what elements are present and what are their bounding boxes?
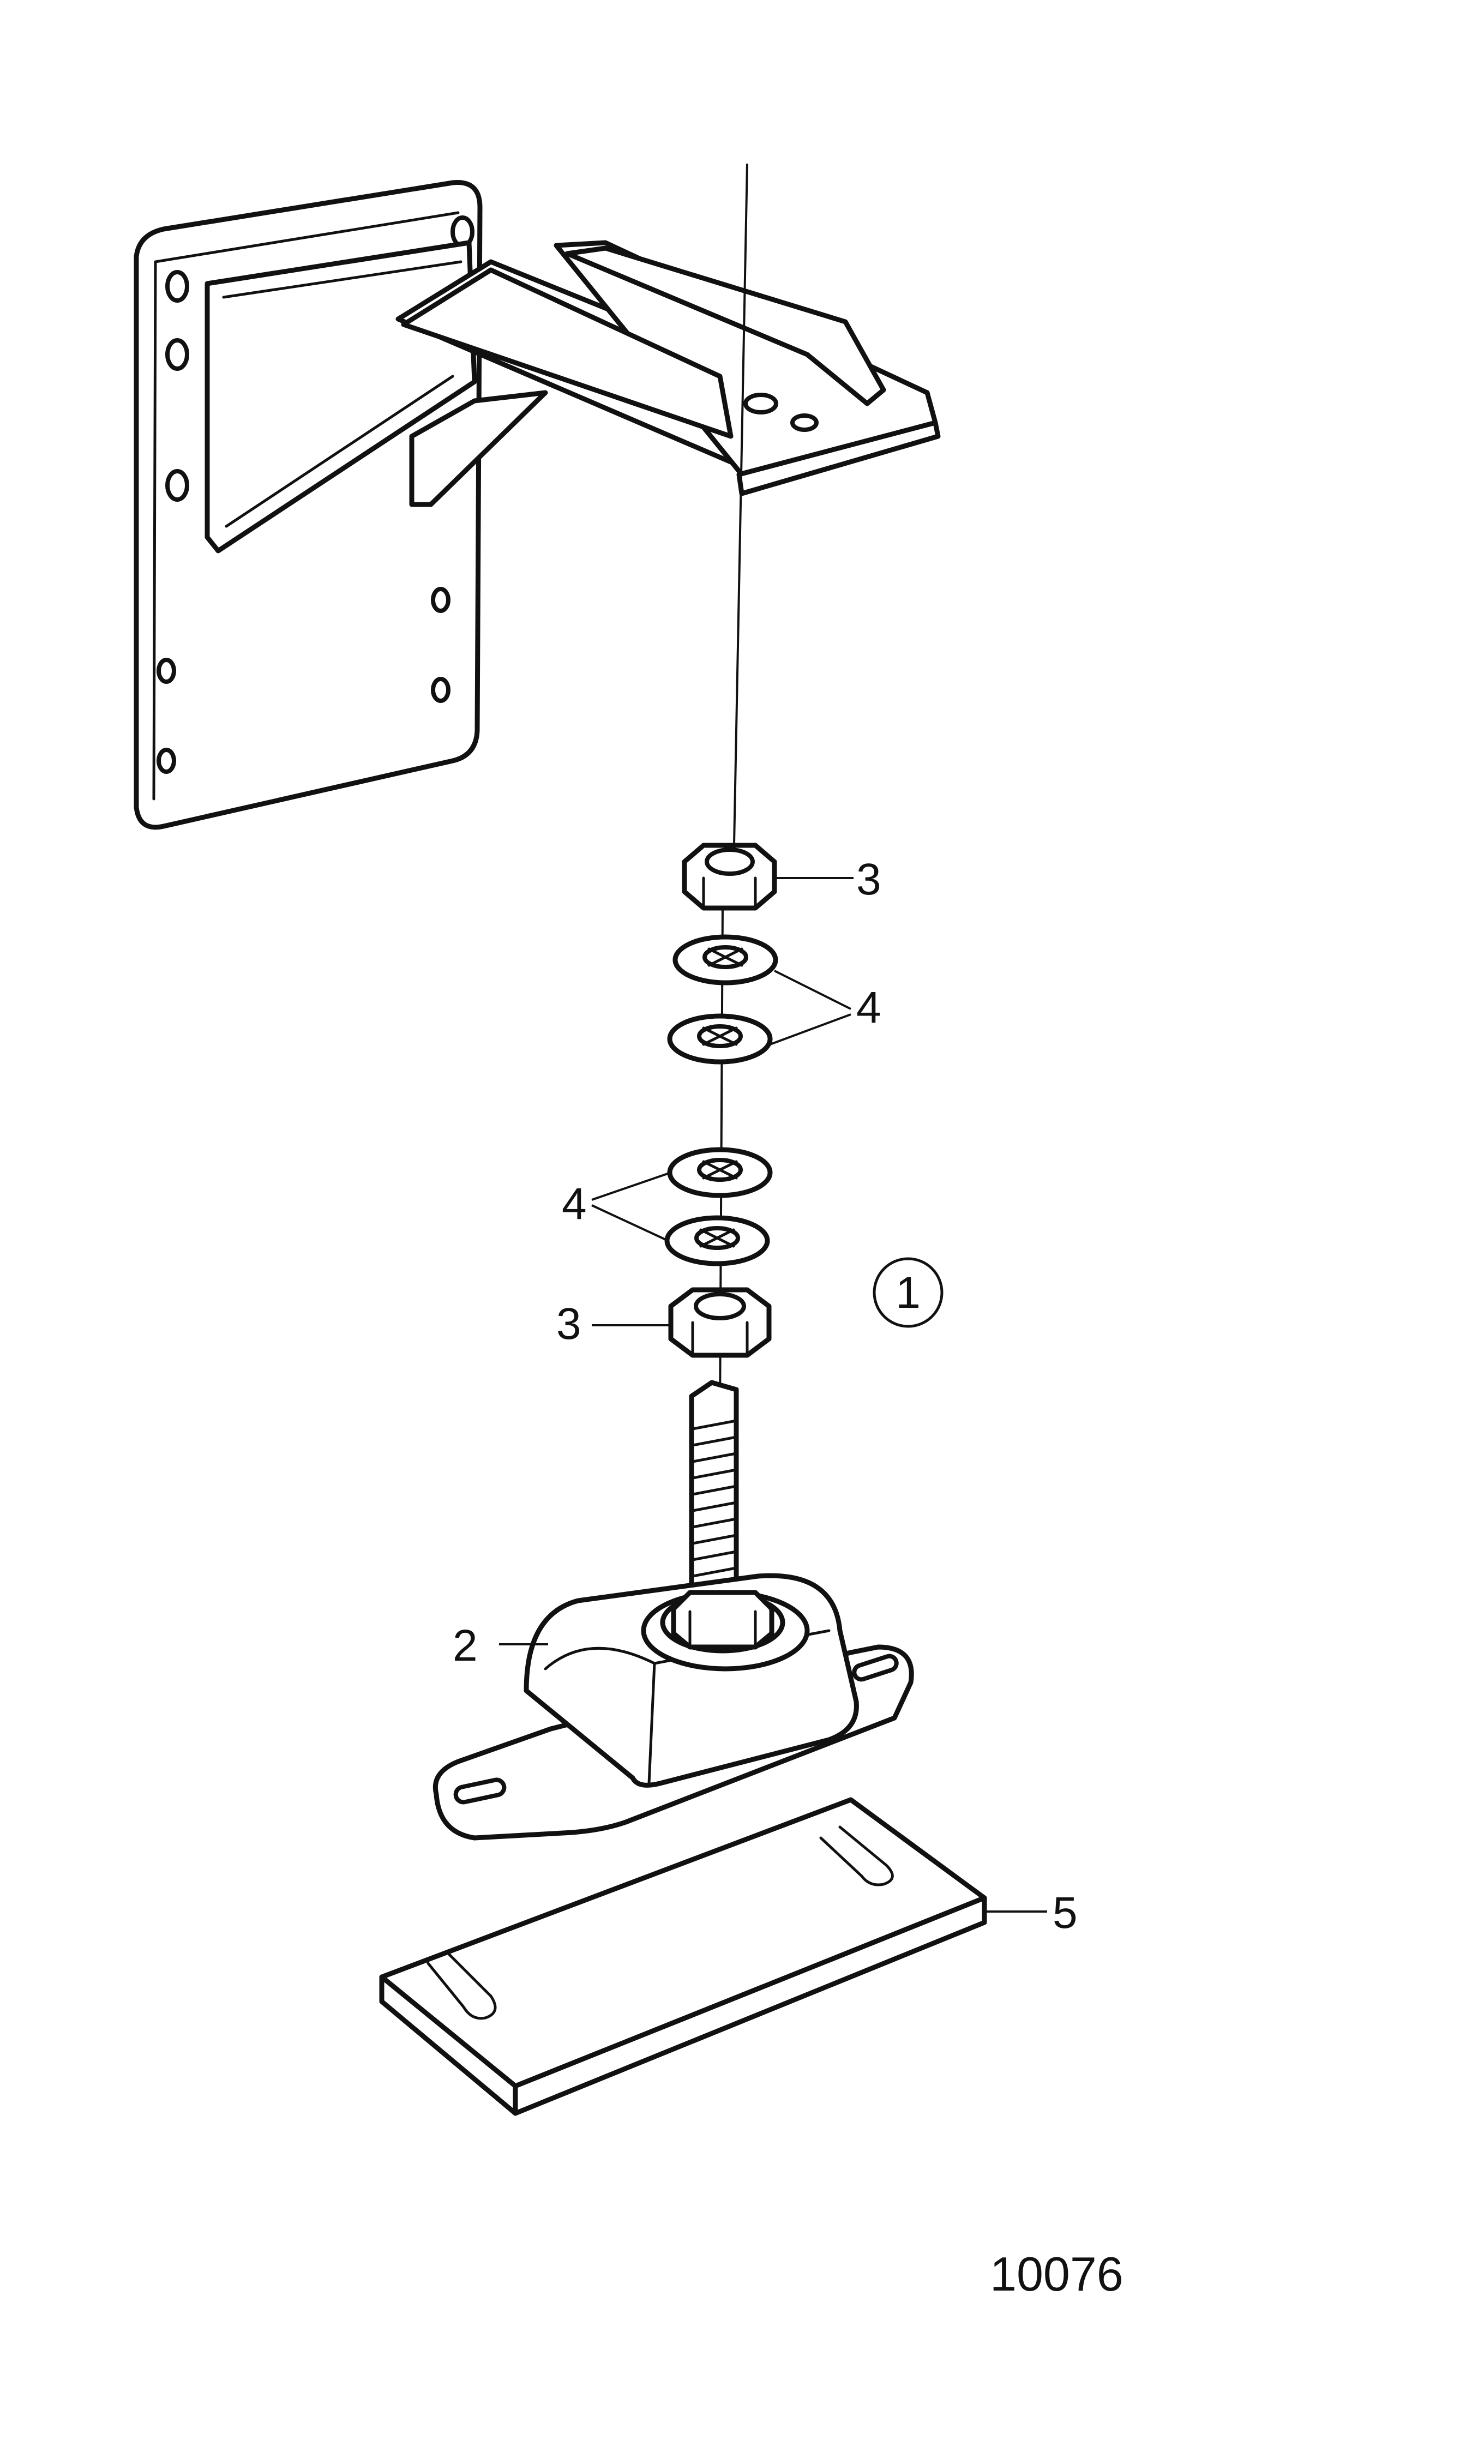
- shim-plate: [379, 1797, 987, 2116]
- lower-nut: [668, 1287, 772, 1358]
- assembly-axis-line: [732, 163, 748, 873]
- callout-washers-lower: 4: [562, 1179, 587, 1229]
- callout-circled-number: 1: [896, 1268, 921, 1318]
- flange-hole: [790, 413, 819, 432]
- engine-bracket: [134, 180, 941, 830]
- plate-hole: [165, 338, 189, 371]
- plate-hole: [165, 270, 189, 303]
- shim-slot: [426, 1951, 497, 2020]
- shim-slot: [819, 1825, 894, 1886]
- callout-nut-lower: 3: [556, 1299, 581, 1349]
- plate-hole: [157, 748, 176, 774]
- threaded-stud: [689, 1380, 739, 1617]
- circled-callout: 1: [873, 1257, 944, 1328]
- callout-shim: 5: [1053, 1888, 1078, 1938]
- upper-washer-2: [667, 1013, 773, 1065]
- lower-washer-1: [667, 1147, 773, 1198]
- lower-washer-2: [664, 1215, 770, 1266]
- flange-hole: [743, 393, 778, 414]
- callout-nut-upper: 3: [856, 855, 881, 904]
- callout-mount: 2: [453, 1621, 478, 1670]
- plate-hole: [431, 587, 450, 613]
- upper-washer-1: [672, 934, 778, 985]
- rubber-engine-mount: [432, 1573, 914, 1841]
- figure-number: 10076: [990, 2247, 1123, 2301]
- plate-hole: [157, 658, 176, 684]
- upper-nut: [682, 843, 777, 911]
- plate-hole: [165, 469, 189, 502]
- callout-washers-upper: 4: [856, 983, 881, 1032]
- plate-hole: [431, 677, 450, 703]
